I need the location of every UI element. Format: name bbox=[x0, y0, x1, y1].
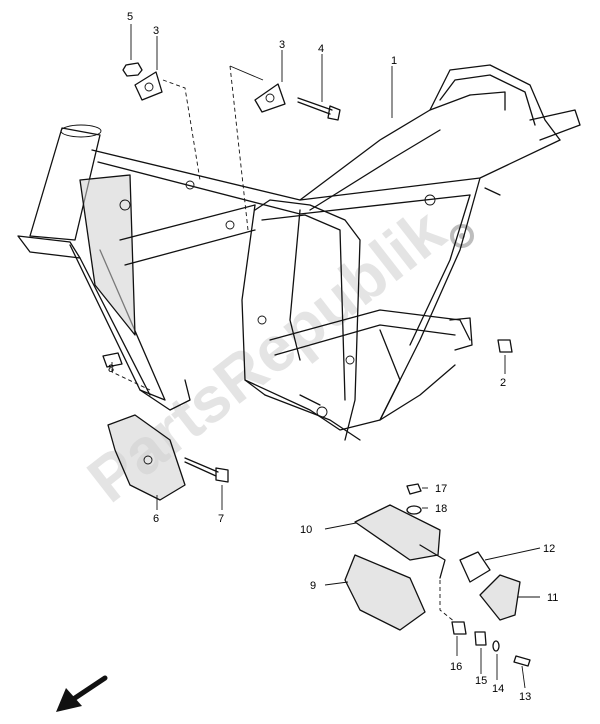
callout-10: 10 bbox=[300, 524, 312, 536]
part-3-plate-left bbox=[134, 71, 163, 101]
callout-6: 6 bbox=[153, 513, 159, 525]
callout-3-right: 3 bbox=[279, 39, 285, 51]
callout-15: 15 bbox=[475, 675, 487, 687]
front-direction-arrow-icon bbox=[56, 675, 108, 712]
callouts: 1 2 3 3 4 5 6 7 8 9 10 11 12 13 14 15 16… bbox=[108, 11, 558, 703]
part-11-bracket bbox=[479, 574, 521, 621]
part-15-spacer bbox=[474, 631, 487, 646]
part-6-bracket bbox=[107, 414, 186, 501]
callout-12: 12 bbox=[543, 543, 555, 555]
part-12-plate bbox=[459, 551, 491, 583]
callout-2: 2 bbox=[500, 377, 506, 389]
callout-4: 4 bbox=[318, 43, 324, 55]
part-2-cap bbox=[497, 339, 513, 353]
callout-13: 13 bbox=[519, 691, 531, 703]
callout-3-left: 3 bbox=[153, 25, 159, 37]
part-13-screw bbox=[513, 655, 531, 667]
callout-1: 1 bbox=[391, 55, 397, 67]
callout-5: 5 bbox=[127, 11, 133, 23]
callout-18: 18 bbox=[435, 503, 447, 515]
part-9-cover bbox=[344, 554, 426, 631]
callout-17: 17 bbox=[435, 483, 447, 495]
part-7-bolt bbox=[184, 457, 229, 483]
part-8-collar bbox=[102, 352, 123, 368]
callout-14: 14 bbox=[492, 683, 504, 695]
callout-8: 8 bbox=[108, 363, 114, 375]
part-4-bolt bbox=[297, 97, 341, 121]
callout-11: 11 bbox=[547, 592, 558, 604]
part-16-grommet bbox=[451, 621, 467, 635]
part-5-nut bbox=[122, 62, 143, 77]
callout-9: 9 bbox=[310, 580, 316, 592]
callout-16: 16 bbox=[450, 661, 462, 673]
leader-lines bbox=[111, 24, 541, 689]
part-3-plate-right bbox=[254, 83, 286, 113]
part-18-washer bbox=[406, 505, 422, 515]
callout-7: 7 bbox=[218, 513, 224, 525]
part-10-cover bbox=[354, 504, 446, 579]
main-frame bbox=[17, 64, 581, 441]
part-17-nut bbox=[406, 483, 422, 495]
part-14-washer bbox=[492, 640, 500, 652]
